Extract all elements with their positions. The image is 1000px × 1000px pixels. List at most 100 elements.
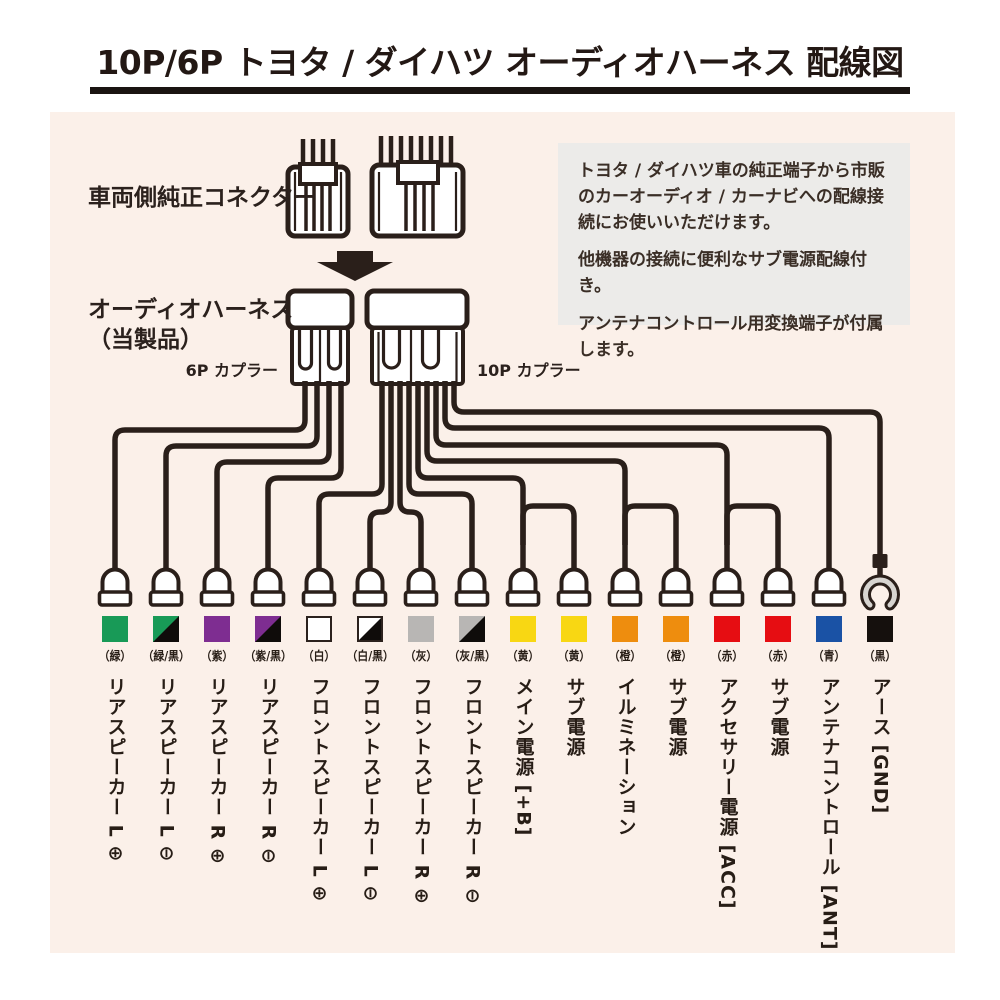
bullet-terminal: [355, 567, 385, 595]
coupler-6p-label: 6P カプラー: [185, 361, 278, 380]
wire-column: （赤） サブ電源: [752, 616, 804, 967]
harness-10p-coupler-body: [370, 326, 465, 386]
wire-color-caption: （紫）: [200, 649, 234, 663]
bullet-terminal-band: [505, 590, 541, 607]
wire-color-swatch: [306, 616, 332, 642]
wire-function-label: サブ電源: [563, 677, 586, 757]
wire-color-swatch: [357, 616, 383, 642]
wire-color-swatch: [714, 616, 740, 642]
harness-wire: [163, 381, 320, 570]
page-title: 10P/6P トヨタ / ダイハツ オーディオハーネス 配線図: [90, 36, 910, 94]
bullet-terminal-band: [811, 590, 847, 607]
bullet-terminal-band: [454, 590, 490, 607]
harness-wire: [367, 381, 394, 570]
wire-color-caption: （赤）: [761, 649, 795, 663]
wire-color-swatch: [204, 616, 230, 642]
wire-color-caption: （黒）: [863, 649, 897, 663]
wire-function-label: フロントスピーカー R ⊕: [410, 677, 433, 905]
harness-wire: [265, 381, 344, 570]
bullet-terminal-band: [556, 590, 592, 607]
wire-column: （橙） イルミネーション: [599, 616, 651, 967]
bullet-terminal-band: [148, 590, 184, 607]
bullet-terminal-band: [352, 590, 388, 607]
harness-6p-pin-slot: [326, 328, 343, 371]
bullet-terminal-band: [760, 590, 796, 607]
wire-color-caption: （紫/黒）: [244, 649, 292, 663]
wire-color-caption: （緑/黒）: [142, 649, 190, 663]
product-description-box: トヨタ / ダイハツ車の純正端子から市販のカーオーディオ / カーナビへの配線接…: [558, 143, 910, 360]
wire-color-swatch: [408, 616, 434, 642]
wire-column: （黒） アース [GND]: [854, 616, 906, 967]
harness-wire: [442, 381, 832, 570]
audio-harness-label-line1: オーディオハーネス: [88, 297, 294, 323]
bullet-terminal: [151, 567, 181, 595]
vehicle-6p-lock-tab: [298, 162, 338, 186]
sub-power-branch-wire: [520, 503, 577, 570]
wire-color-caption: （橙）: [608, 649, 642, 663]
bullet-terminal-band: [403, 590, 439, 607]
bullet-terminal-band: [658, 590, 694, 607]
wire-column: （紫/黒） リアスピーカー R ⊖: [242, 616, 294, 967]
sub-power-branch-wire: [622, 503, 679, 570]
harness-wire: [451, 381, 883, 578]
bullet-terminal: [304, 567, 334, 595]
wire-color-caption: （黄）: [557, 649, 591, 663]
wire-color-swatch: [867, 616, 893, 642]
ground-ring-terminal: [863, 577, 897, 608]
wire-color-caption: （赤）: [710, 649, 744, 663]
wire-function-label: フロントスピーカー L ⊕: [308, 677, 331, 903]
bullet-terminal: [508, 567, 538, 595]
wire-color-caption: （黄）: [506, 649, 540, 663]
plug-direction-arrow: [317, 251, 393, 281]
bullet-terminal: [610, 567, 640, 595]
wire-function-label: リアスピーカー R ⊖: [257, 677, 280, 865]
bullet-terminal: [253, 567, 283, 595]
harness-wire: [316, 381, 385, 570]
wire-color-caption: （橙）: [659, 649, 693, 663]
wire-column: （灰） フロントスピーカー R ⊕: [395, 616, 447, 967]
harness-wire: [112, 381, 308, 570]
wire-function-label: アンテナコントロール [ANT]: [818, 677, 841, 951]
bullet-terminal: [814, 567, 844, 595]
wire-color-swatch: [102, 616, 128, 642]
wire-function-label: リアスピーカー L ⊖: [155, 677, 178, 863]
wire-color-caption: （灰/黒）: [448, 649, 496, 663]
audio-harness-label-line2: （当製品）: [88, 326, 203, 353]
bullet-terminal: [406, 567, 436, 595]
wire-function-label: サブ電源: [767, 677, 790, 757]
audio-harness-label: オーディオハーネス （当製品）: [88, 296, 358, 356]
vehicle-10p-lock-tab: [396, 160, 440, 185]
harness-wire: [406, 381, 475, 570]
bullet-terminal: [202, 567, 232, 595]
bullet-terminal: [100, 567, 130, 595]
wire-column: （黄） サブ電源: [548, 616, 600, 967]
wire-color-swatch: [153, 616, 179, 642]
harness-10p-coupler-cap: [364, 288, 470, 331]
wire-color-caption: （灰）: [404, 649, 438, 663]
wire-color-swatch: [255, 616, 281, 642]
description-paragraph: アンテナコントロール用変換端子が付属します。: [578, 314, 884, 360]
wire-function-label: リアスピーカー L ⊕: [104, 677, 127, 863]
wire-column: （緑/黒） リアスピーカー L ⊖: [140, 616, 192, 967]
harness-6p-pin-slot: [297, 328, 314, 371]
wire-column: （橙）サブ電源: [650, 616, 702, 967]
wiring-diagram-graphic: [97, 136, 900, 611]
wire-function-label: イルミネーション: [614, 677, 637, 837]
wire-column: （黄）メイン電源 [+B]: [497, 616, 549, 967]
wire-column: （灰/黒） フロントスピーカー R ⊖: [446, 616, 498, 967]
harness-wire: [397, 381, 424, 570]
ground-terminal-crimp: [872, 554, 888, 568]
wire-color-swatch: [561, 616, 587, 642]
wire-color-caption: （青）: [812, 649, 846, 663]
wire-function-label: フロントスピーカー R ⊖: [461, 677, 484, 905]
wire-column: （青） アンテナコントロール [ANT]: [803, 616, 855, 967]
wire-column: （紫） リアスピーカー R ⊕: [191, 616, 243, 967]
vehicle-connector-label: 車両側純正コネクター: [88, 185, 318, 211]
harness-wire: [433, 381, 730, 570]
wire-function-label: アース [GND]: [869, 677, 892, 815]
wire-color-swatch: [765, 616, 791, 642]
harness-wire: [214, 381, 332, 570]
wire-function-label: リアスピーカー R ⊕: [206, 677, 229, 865]
wire-color-swatch: [510, 616, 536, 642]
wire-column: （赤）アクセサリー電源 [ACC]: [701, 616, 753, 967]
